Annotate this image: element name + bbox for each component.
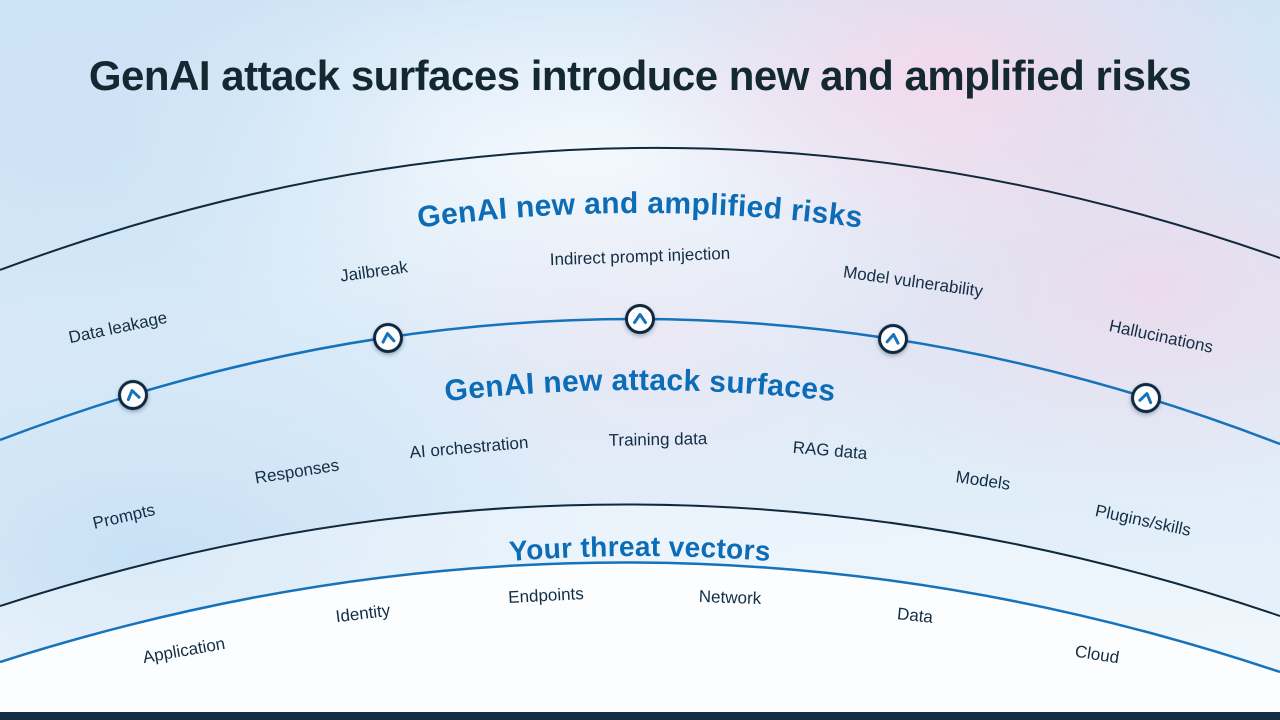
- marker-circle: [1131, 383, 1161, 413]
- arc-outer-navy: [0, 146, 1280, 271]
- marker-circle: [118, 380, 148, 410]
- marker-circle: [878, 324, 908, 354]
- chevron-up-icon: [1138, 392, 1153, 405]
- threat-band-tint: [0, 504, 1280, 672]
- chevron-up-icon: [633, 313, 647, 324]
- chevron-up-icon: [885, 333, 900, 345]
- arc-marker-1: [118, 380, 148, 410]
- chevron-up-icon: [381, 332, 396, 344]
- vector-label-network: Network: [698, 586, 762, 609]
- footer-accent-bar: [0, 712, 1280, 720]
- band-title-risks-text: GenAI new and amplified risks: [415, 187, 864, 235]
- arc-marker-3: [625, 304, 655, 334]
- arc-marker-4: [878, 324, 908, 354]
- vector-label-data: Data: [896, 604, 934, 627]
- vector-label-endpoints: Endpoints: [507, 584, 585, 607]
- arc-blue-bottom: [0, 561, 1280, 674]
- arc-marker-5: [1131, 383, 1161, 413]
- band-title-surfaces-text: GenAI new attack surfaces: [443, 364, 837, 408]
- page-title: GenAI attack surfaces introduce new and …: [88, 52, 1192, 99]
- band-title-vectors-text: Your threat vectors: [508, 531, 772, 567]
- surface-label-training-data: Training data: [608, 429, 708, 450]
- chevron-up-icon: [126, 389, 141, 402]
- bottom-white-region: [0, 562, 1280, 720]
- band-title-surfaces: GenAI new attack surfaces: [443, 364, 837, 408]
- band-title-risks: GenAI new and amplified risks: [415, 187, 864, 235]
- band-title-vectors: Your threat vectors: [508, 531, 771, 567]
- marker-circle: [625, 304, 655, 334]
- arc-navy-vectors: [0, 503, 1280, 617]
- marker-circle: [373, 323, 403, 353]
- arc-marker-2: [373, 323, 403, 353]
